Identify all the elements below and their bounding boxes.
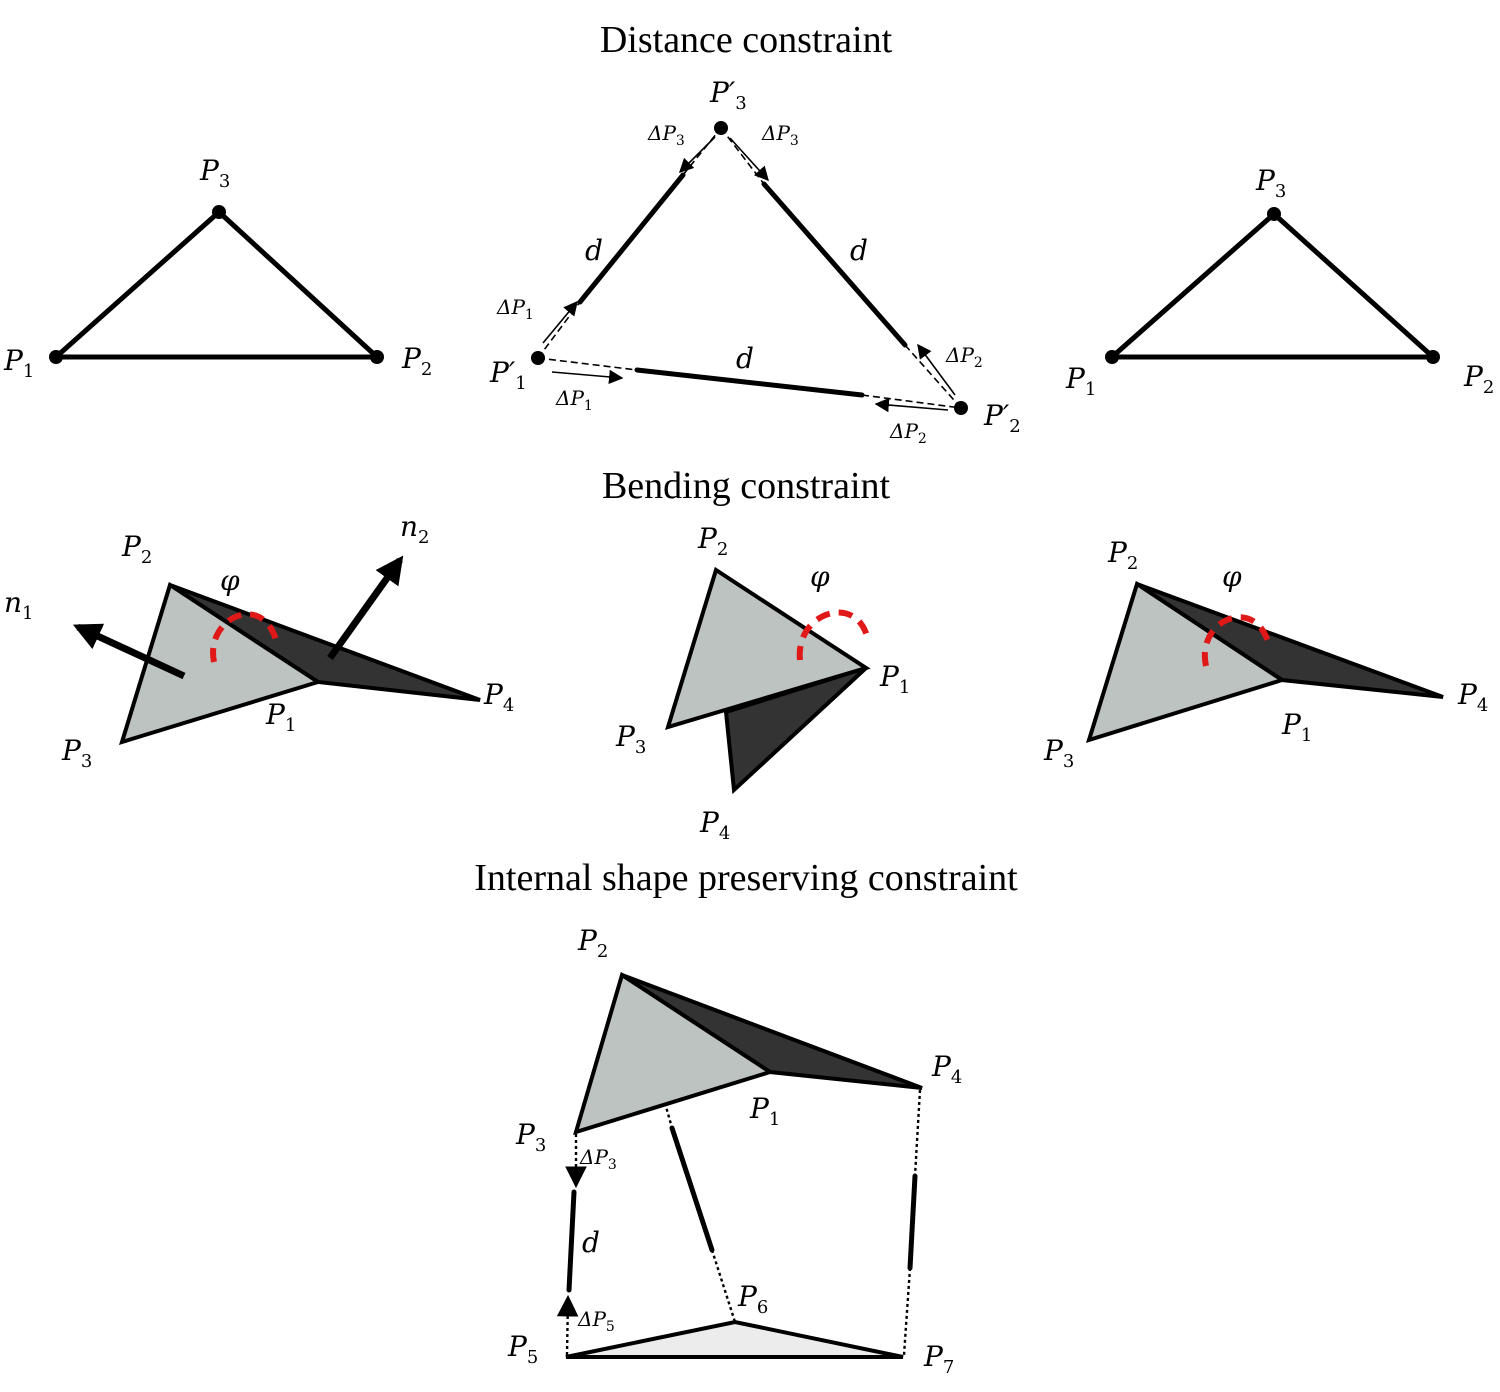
label-p2: P2 — [121, 530, 152, 568]
label-p4: P4 — [699, 806, 730, 844]
label-p1: P1 — [3, 344, 34, 382]
internal-title: Internal shape preserving constraint — [474, 857, 1018, 899]
internal-shape-diagram: P2 P3 P1 P4 P5 P6 P7 d ΔP3 ΔP5 — [507, 924, 962, 1378]
angle-arc — [796, 609, 871, 661]
label-phi: φ — [1222, 560, 1242, 593]
label-delta-p3-right: ΔP3 — [761, 121, 799, 149]
angle-arc — [1201, 614, 1271, 667]
label-p2: P2 — [1463, 360, 1494, 398]
label-p6: P6 — [737, 1280, 768, 1318]
distance-left-triangle: P1 P2 P3 — [3, 154, 432, 382]
label-p3: P3 — [615, 720, 646, 758]
label-delta-p2-upper: ΔP2 — [945, 343, 983, 371]
label-p2: P2 — [577, 924, 608, 962]
label-p1: P1 — [265, 698, 296, 736]
label-p7: P7 — [923, 1340, 954, 1378]
label-delta-p3-left: ΔP3 — [647, 121, 685, 149]
label-p4: P4 — [483, 678, 514, 716]
label-p3: P3 — [61, 734, 92, 772]
label-p2: P2 — [401, 342, 432, 380]
distance-middle-triangle: P′3 P′1 P′2 d d d ΔP3 ΔP3 ΔP1 ΔP1 ΔP2 ΔP… — [489, 76, 1021, 447]
label-p1-prime: P′1 — [489, 356, 527, 394]
label-p4: P4 — [1457, 678, 1488, 716]
label-phi: φ — [220, 564, 240, 597]
label-p3: P3 — [515, 1118, 546, 1156]
label-p1: P1 — [1065, 362, 1096, 400]
label-p5: P5 — [507, 1330, 538, 1368]
label-d-bottom: d — [736, 342, 754, 375]
label-p1: P1 — [749, 1092, 780, 1130]
label-p3: P3 — [1043, 734, 1074, 772]
label-p2: P2 — [697, 522, 728, 560]
label-n1: n1 — [4, 586, 34, 624]
label-p2: P2 — [1107, 536, 1138, 574]
label-d: d — [582, 1226, 600, 1259]
bending-middle: P2 P3 P1 P4 φ — [615, 522, 910, 844]
bending-right: P2 P3 P1 P4 φ — [1043, 536, 1488, 772]
label-p1: P1 — [879, 660, 910, 698]
label-delta-p1-upper: ΔP1 — [496, 295, 534, 323]
label-p4: P4 — [931, 1050, 962, 1088]
label-p3: P3 — [199, 154, 230, 192]
bending-left: P2 P3 P1 P4 φ n1 n2 — [4, 510, 514, 772]
label-d-right: d — [850, 234, 868, 267]
label-p3: P3 — [1255, 164, 1286, 202]
label-p3-prime: P′3 — [709, 76, 747, 114]
label-delta-p5: ΔP5 — [577, 1307, 615, 1335]
distance-right-triangle: P1 P2 P3 — [1065, 164, 1494, 400]
label-delta-p2-lower: ΔP2 — [889, 419, 927, 447]
distance-title: Distance constraint — [600, 19, 893, 61]
angle-arc — [210, 611, 279, 663]
label-phi: φ — [810, 560, 830, 593]
label-delta-p3: ΔP3 — [579, 1145, 617, 1173]
label-n2: n2 — [400, 510, 430, 548]
label-p2-prime: P′2 — [983, 399, 1021, 437]
label-delta-p1-lower: ΔP1 — [555, 386, 593, 414]
label-d-left: d — [585, 234, 603, 267]
bending-title: Bending constraint — [602, 465, 891, 507]
label-p1: P1 — [1281, 708, 1312, 746]
